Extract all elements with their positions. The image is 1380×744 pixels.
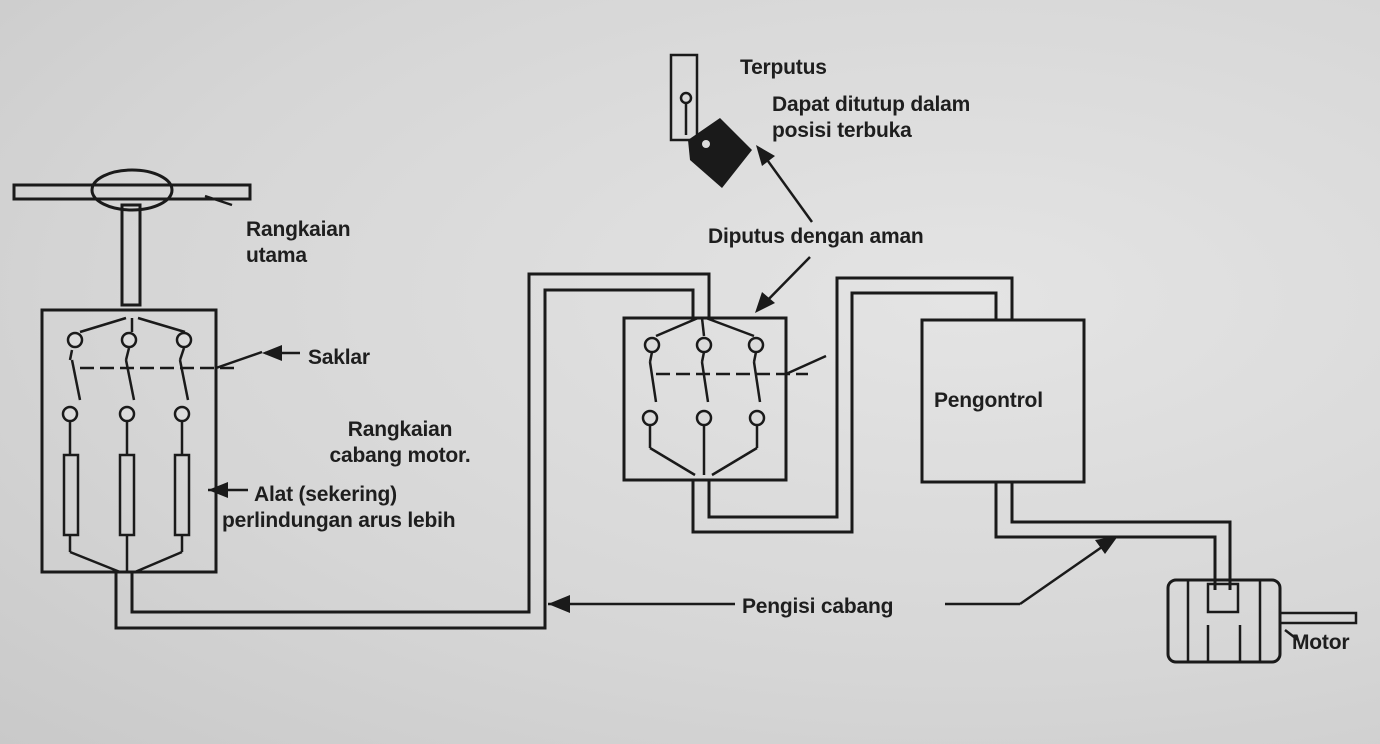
branch-feeder-wire (114, 272, 711, 630)
protection-label-line2: perlindungan arus lebih (222, 509, 456, 532)
lockout-tag (669, 53, 752, 188)
branch-circuit-label-line2: cabang motor. (329, 444, 471, 467)
lockable-label: Dapat ditutup dalam posisi terbuka (772, 92, 970, 144)
disconnected-label: Terputus (740, 56, 827, 79)
lockable-label-line1: Dapat ditutup dalam (772, 93, 971, 116)
main-circuit-label-line2: utama (246, 244, 307, 267)
pointer-arrows (208, 145, 1118, 613)
controller-feed-wire (691, 276, 1014, 534)
safe-disconnect-label: Diputus dengan aman (708, 225, 924, 248)
motor-disconnect-box (622, 316, 827, 482)
motor-symbol (1166, 578, 1358, 664)
branch-circuit-label: Rangkaian cabang motor. (300, 417, 500, 469)
controller-label: Pengontrol (934, 389, 1043, 412)
main-circuit-label-line1: Rangkaian (246, 218, 351, 241)
protection-label-line1: Alat (sekering) (254, 483, 397, 506)
lockable-label-line2: posisi terbuka (772, 119, 912, 142)
branch-feeder-label: Pengisi cabang (742, 595, 894, 618)
motor-label: Motor (1292, 631, 1350, 654)
main-circuit-bus (12, 168, 252, 307)
main-circuit-label: Rangkaian utama (246, 217, 351, 269)
controller-box (920, 318, 1086, 484)
protection-device-label: Alat (sekering) perlindungan arus lebih (222, 482, 456, 534)
disconnect-switch-box (40, 308, 263, 574)
switch-label: Saklar (308, 346, 370, 369)
motor-feed-wire (994, 482, 1232, 590)
branch-circuit-label-line1: Rangkaian (347, 418, 453, 441)
